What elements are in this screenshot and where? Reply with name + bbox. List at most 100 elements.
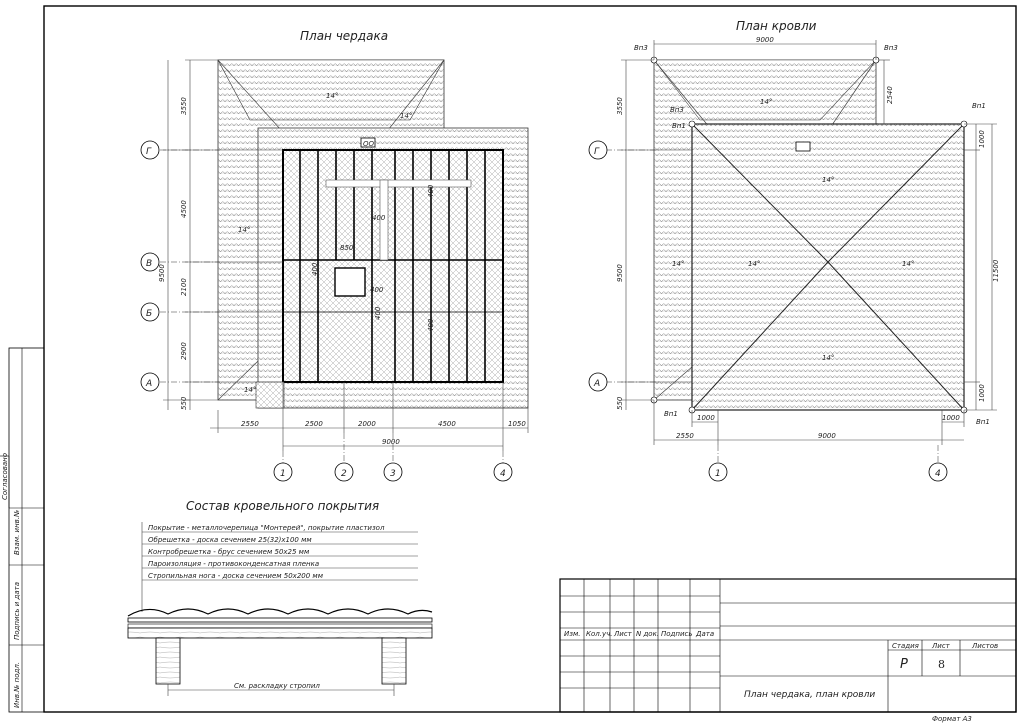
roof-dim-right-2: 1000 [978,130,986,148]
attic-plan-title: План чердака [300,29,388,43]
tb-sheet-number: 8 [938,658,945,671]
stamp-agreed: Согласовано [1,453,9,500]
roof-dim-right-total: 11500 [992,259,1000,282]
roof-dim-right-1: 2540 [886,86,894,104]
title-block: Изм. Кол.уч. Лист N док. Подпись Дата Ст… [559,578,1017,713]
composition-tile-profile [127,608,433,617]
attic-inner-dim-3: 850 [340,244,354,252]
roof-plan: План кровли Вп3 Вп3 Вп1 Вп3 Вп1 Вп1 Вп1 … [588,19,1000,482]
composition-rafter [127,627,433,639]
attic-plan: План чердака ОО 400 400 850 400 [140,29,529,482]
tb-col-date: Дата [695,630,714,638]
attic-dim-left-6: 550 [180,396,188,410]
roof-vent-label-3: Вп1 [972,102,986,110]
attic-slope-2: 14° [400,112,412,120]
stamp-inventory: Инв.№ подл. [13,662,21,708]
tb-sheet-header: Лист [931,642,951,650]
roof-dim-top: 9000 [756,36,774,44]
attic-slope-3: 14° [238,226,250,234]
roof-dim-left-2: 9500 [616,264,624,282]
roof-composition: Состав кровельного покрытия Покрытие - м… [127,499,433,696]
attic-axis-a: А [145,379,152,389]
roof-vent [795,141,811,152]
attic-rafters [283,150,503,382]
tb-col-sign: Подпись [661,630,693,638]
roof-dim-left-1: 3550 [616,97,624,115]
roof-slope-5: 14° [902,260,914,268]
roof-plan-title: План кровли [736,19,817,33]
attic-slope-4: 14° [244,386,256,394]
composition-title: Состав кровельного покрытия [186,499,379,513]
roof-vent-label-5: Вп1 [672,122,686,130]
roof-axis-g: Г [594,147,600,157]
roof-axis-a: А [593,379,600,389]
composition-note: См. раскладку стропил [234,682,320,690]
attic-inner-dim-2: 400 [427,184,435,198]
stamp-signature: Подпись и дата [13,582,21,640]
roof-slope-2: 14° [822,176,834,184]
attic-hip-top [217,59,445,121]
attic-inner-dim-7: 400 [374,306,382,320]
tb-col-izm: Изм. [564,630,580,638]
attic-dim-bottom-4: 4500 [438,420,456,428]
tb-sheets-header: Листов [971,642,998,650]
tb-col-list: Лист [613,630,633,638]
tb-sheet-title: План чердака, план кровли [744,690,875,700]
attic-dim-left-4: 2100 [180,278,188,296]
roof-vent-label-7: Вп1 [976,418,990,426]
roof-vent-label-6: Вп1 [664,410,678,418]
roof-axis-1: 1 [715,469,721,479]
composition-layer-5: Стропильная нога - доска сечением 50х200… [148,572,324,580]
roof-slope-6: 14° [822,354,834,362]
format-label: Формат А3 [932,715,972,723]
roof-dim-right-3: 1000 [978,384,986,402]
roof-vent-label-2: Вп3 [884,44,898,52]
roof-axis-4: 4 [935,469,941,479]
composition-post-right [381,637,407,685]
attic-inner-dim-4: 400 [311,262,319,276]
composition-layer-2: Обрешетка - доска сечением 25(32)х100 мм [148,536,312,544]
tb-col-kol: Кол.уч. [586,630,612,638]
svg-text:ОО: ОО [363,140,375,148]
attic-axis-3: 3 [390,469,396,479]
composition-layer-4: Пароизоляция - противоконденсатная пленк… [148,560,319,568]
attic-axis-b: Б [146,309,152,319]
attic-inner-dim-6: 400 [427,318,435,332]
roof-main-outline [691,123,965,411]
attic-dim-left-3: 9500 [158,264,166,282]
roof-vent-label-4: Вп3 [670,106,684,114]
roof-dim-bottom-2: 1000 [942,414,960,422]
attic-axis-v: В [146,259,152,269]
attic-slope-1: 14° [326,92,338,100]
attic-inner-dim-5: 400 [370,286,384,294]
attic-dim-bottom-1: 2550 [241,420,259,428]
roof-vent-label-1: Вп3 [634,44,648,52]
roof-slope-4: 14° [748,260,760,268]
attic-dim-bottom-2: 2500 [305,420,323,428]
composition-layer-1: Покрытие - металлочерепица "Монтерей", п… [148,524,385,532]
roof-dim-left-3: 550 [616,396,624,410]
roof-slope-3: 14° [672,260,684,268]
tb-stage: Р [900,657,908,672]
attic-dim-bottom-3: 2000 [358,420,376,428]
attic-dim-left-5: 2900 [180,342,188,360]
roof-dim-bottom-3: 2550 [676,432,694,440]
attic-dim-left-1: 3550 [180,97,188,115]
composition-post-left [155,637,181,685]
attic-axis-4: 4 [500,469,506,479]
attic-axis-2: 2 [341,469,347,479]
attic-axis-g: Г [146,147,152,157]
attic-inner-dim-1: 400 [372,214,386,222]
attic-dim-bottom-5: 1050 [508,420,526,428]
roof-dim-bottom-1: 1000 [697,414,715,422]
tb-stage-header: Стадия [892,642,919,650]
composition-layer-3: Контробрешетка - брус сечением 50х25 мм [148,548,310,556]
stamp-replaced: Взам. инв.№ [13,510,21,555]
roof-dim-bottom-4: 9000 [818,432,836,440]
attic-axis-1: 1 [280,469,286,479]
attic-dim-total: 9000 [382,438,400,446]
attic-dim-left-2: 4500 [180,200,188,218]
attic-vent [360,137,376,148]
side-stamp: Согласовано Взам. инв.№ Подпись и дата И… [0,347,45,713]
